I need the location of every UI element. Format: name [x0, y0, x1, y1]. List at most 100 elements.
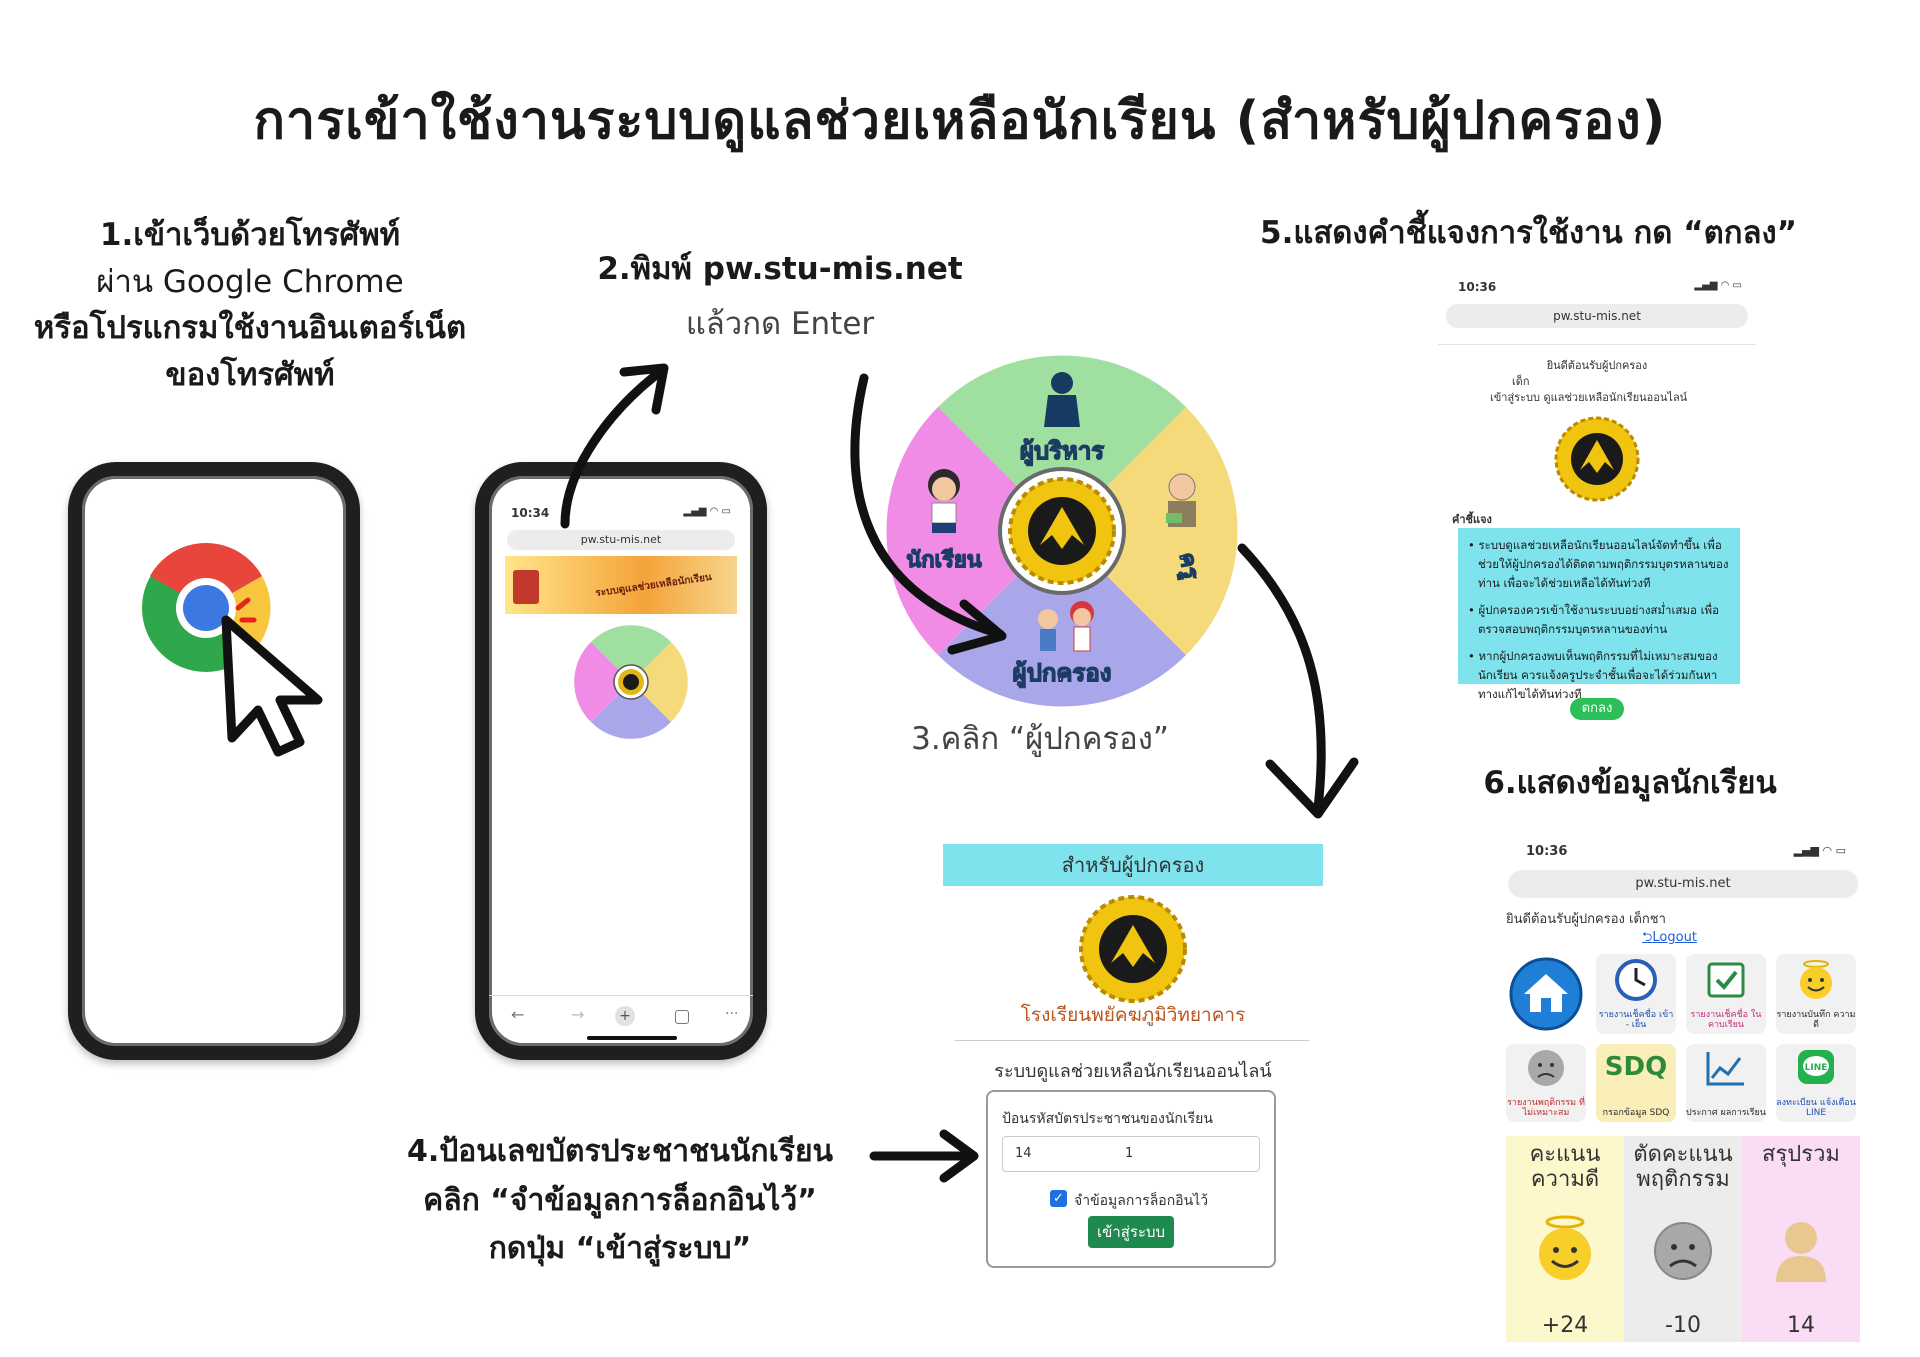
- step2-caption: 2.พิมพ์ pw.stu-mis.net แล้วกด Enter: [580, 246, 980, 347]
- parent-figure-icon: [1038, 601, 1094, 652]
- menu-tile-home[interactable]: [1506, 954, 1586, 1034]
- home-indicator: [587, 1036, 677, 1040]
- status-time: 10:34: [511, 506, 550, 520]
- menu-tile-line[interactable]: LINE ลงทะเบียน แจ้งเตือน LINE: [1776, 1044, 1856, 1122]
- more-icon[interactable]: ···: [725, 1006, 739, 1022]
- url-bar[interactable]: pw.stu-mis.net: [1446, 304, 1748, 328]
- step6-caption: 6.แสดงข้อมูลนักเรียน: [1483, 765, 1777, 801]
- svg-text:LINE: LINE: [1805, 1063, 1828, 1073]
- home-icon: [1509, 957, 1583, 1031]
- url-bar[interactable]: pw.stu-mis.net: [1508, 870, 1858, 898]
- logout-label: Logout: [1652, 930, 1697, 945]
- status-icons: ▂▄▆ ◠ ▭: [683, 506, 731, 517]
- login-header: สำหรับผู้ปกครอง: [943, 844, 1323, 886]
- smiley-icon: [1800, 960, 1832, 999]
- id-field-label: ป้อนรหัสบัตรประชาชนของนักเรียน: [1002, 1111, 1213, 1127]
- status-time: 10:36: [1526, 844, 1568, 859]
- url-bar[interactable]: pw.stu-mis.net: [507, 530, 735, 550]
- summary-total: สรุปรวม 14: [1742, 1136, 1860, 1342]
- arrow-step4-head: [1265, 757, 1359, 819]
- child-name: เด็ก: [1512, 375, 1530, 388]
- browser-toolbar-divider: [489, 995, 753, 996]
- summary-value: +24: [1541, 1313, 1589, 1338]
- step1-line: หรือโปรแกรมใช้งานอินเตอร์เน็ต: [33, 310, 467, 346]
- phone-website: 10:34 ▂▄▆ ◠ ▭ pw.stu-mis.net ระบบดูแลช่ว…: [475, 462, 767, 1060]
- step3-caption: 3.คลิก “ผู้ปกครอง”: [911, 721, 1169, 757]
- clock-icon: [1615, 959, 1657, 1001]
- school-emblem-icon: [1079, 895, 1187, 1003]
- step2-line2: แล้วกด Enter: [685, 305, 875, 342]
- menu-tile-label: รายงานบันทึก ความดี: [1776, 1010, 1856, 1031]
- role-wheel: ผู้บริหาร นักเรียน ครู ผู้ปกครอง: [886, 355, 1238, 707]
- menu-tile-grades[interactable]: ประกาศ ผลการเรียน: [1686, 1044, 1766, 1122]
- student-screen: 10:36 ▂▄▆ ◠ ▭ pw.stu-mis.net ยินดีต้อนรั…: [1506, 836, 1860, 1352]
- back-icon[interactable]: ←: [511, 1005, 525, 1024]
- arrow-step5-head: [939, 1129, 979, 1183]
- wheel-segment-teacher[interactable]: [1062, 407, 1238, 655]
- summary-value: -10: [1665, 1313, 1701, 1338]
- step1-line: ของโทรศัพท์: [165, 356, 335, 393]
- summary-deduct: ตัดคะแนนพฤติกรรม -10: [1624, 1136, 1742, 1342]
- person-silhouette-icon: [1776, 1222, 1826, 1282]
- summary-head: คะแนนความดี: [1529, 1142, 1601, 1193]
- school-emblem-icon: [1008, 477, 1116, 585]
- note-item: • ระบบดูแลช่วยเหลือนักเรียนออนไลน์จัดทำข…: [1468, 538, 1729, 590]
- welcome-text: ยินดีต้อนรับผู้ปกครอง: [1546, 359, 1648, 372]
- remember-checkbox[interactable]: ✓: [1050, 1190, 1067, 1207]
- menu-tile-attendance[interactable]: รายงานเช็คชื่อ เข้า - เย็น: [1596, 954, 1676, 1034]
- menu-tile-sdq[interactable]: SDQ กรอกข้อมูล SDQ: [1596, 1044, 1676, 1122]
- note-item: • ผู้ปกครองควรเข้าใช้งานระบบอย่างสม่ำเสม…: [1468, 602, 1720, 636]
- angel-smiley-icon: [1539, 1215, 1591, 1280]
- role-wheel-small: [574, 625, 688, 739]
- divider: [955, 1040, 1309, 1041]
- menu-tile-label: รายงานพฤติกรรม ที่ไม่เหมาะสม: [1507, 1098, 1585, 1119]
- banner-text: ระบบดูแลช่วยเหลือนักเรียน: [594, 571, 713, 600]
- executive-figure-icon: [1044, 372, 1080, 427]
- site-banner: ระบบดูแลช่วยเหลือนักเรียน: [505, 556, 737, 614]
- ok-button[interactable]: ตกลง: [1570, 698, 1624, 720]
- step4-line: คลิก “จำข้อมูลการล็อกอินไว้”: [423, 1182, 817, 1218]
- calendar-check-icon: [1707, 962, 1745, 998]
- menu-tile-label: รายงานเช็คชื่อ เข้า - เย็น: [1598, 1010, 1674, 1031]
- menu-tile-good-deeds[interactable]: รายงานบันทึก ความดี: [1776, 954, 1856, 1034]
- id-input-value-tail: 1: [1125, 1146, 1134, 1161]
- summary-head: สรุปรวม: [1762, 1142, 1840, 1167]
- sad-face-icon: [1528, 1050, 1564, 1086]
- divider: [1438, 344, 1756, 345]
- notes-heading: คำชี้แจง: [1452, 513, 1492, 526]
- welcome-text: ยินดีต้อนรับผู้ปกครอง เด็กชา: [1506, 912, 1666, 927]
- id-input[interactable]: 14 1: [1002, 1136, 1260, 1172]
- summary-head: ตัดคะแนนพฤติกรรม: [1633, 1142, 1733, 1193]
- note-item: • หากผู้ปกครองพบเห็นพฤติกรรมที่ไม่เหมาะส…: [1468, 648, 1718, 701]
- menu-tile-label: ลงทะเบียน แจ้งเตือน LINE: [1776, 1098, 1856, 1119]
- instructions-screen: 10:36 ▂▄▆ ◠ ▭ pw.stu-mis.net ยินดีต้อนรั…: [1438, 270, 1756, 740]
- arrow-step2-head: [619, 363, 669, 415]
- arrow-step4: [1237, 543, 1326, 813]
- logout-link[interactable]: ⮌Logout: [1642, 930, 1697, 945]
- login-button[interactable]: เข้าสู่ระบบ: [1088, 1216, 1174, 1248]
- step1-caption: 1.เข้าเว็บด้วยโทรศัพท์ ผ่าน Google Chrom…: [20, 212, 480, 398]
- enter-system-text: เข้าสู่ระบบ ดูแลช่วยเหลือนักเรียนออนไลน์: [1490, 391, 1688, 404]
- line-icon: LINE: [1798, 1050, 1834, 1084]
- new-tab-icon[interactable]: +: [615, 1006, 635, 1026]
- teacher-figure-icon: [1166, 473, 1196, 527]
- menu-tile-label: กรอกข้อมูล SDQ: [1602, 1108, 1670, 1119]
- mouse-pointer-icon: [221, 615, 323, 757]
- wheel-segment-parent[interactable]: [938, 531, 1186, 707]
- forward-icon[interactable]: →: [571, 1005, 585, 1024]
- page-title: การเข้าใช้งานระบบดูแลช่วยเหลือนักเรียน (…: [253, 91, 1667, 151]
- menu-tile-misbehavior[interactable]: รายงานพฤติกรรม ที่ไม่เหมาะสม: [1506, 1044, 1586, 1122]
- summary-good: คะแนนความดี +24: [1506, 1136, 1624, 1342]
- chrome-logo-icon: [142, 542, 271, 672]
- sad-face-icon: [1654, 1222, 1712, 1280]
- menu-tile-class-attendance[interactable]: รายงานเช็คชื่อ ในคาบเรียน: [1686, 954, 1766, 1034]
- tabs-icon[interactable]: [675, 1010, 689, 1024]
- wheel-label-top: ผู้บริหาร: [1020, 437, 1104, 466]
- system-name: ระบบดูแลช่วยเหลือนักเรียนออนไลน์: [994, 1061, 1272, 1082]
- phone-chrome: [68, 462, 360, 1060]
- step5-caption: 5.แสดงคำชี้แจงการใช้งาน กด “ตกลง”: [1260, 215, 1797, 251]
- menu-grid: รายงานเช็คชื่อ เข้า - เย็น รายงานเช็คชื่…: [1506, 954, 1860, 1134]
- status-icons: ▂▄▆ ◠ ▭: [1793, 844, 1846, 857]
- wheel-label-bottom: ผู้ปกครอง: [1013, 659, 1112, 688]
- status-time: 10:36: [1458, 280, 1497, 294]
